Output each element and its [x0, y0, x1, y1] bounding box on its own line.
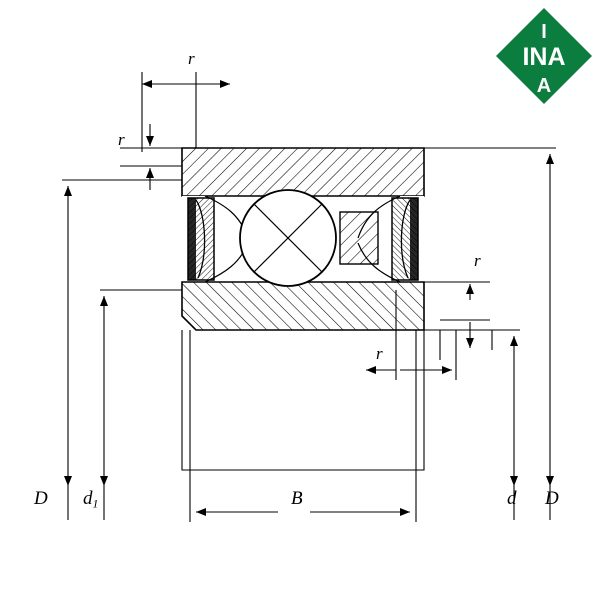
ina-logo-diamond: I INA A	[496, 8, 592, 104]
chamfer-ticks	[439, 330, 493, 360]
cage-segment	[339, 211, 379, 265]
seal-right	[391, 197, 419, 281]
logo-letter-bottom: A	[537, 75, 551, 97]
logo-diamond-shape	[496, 8, 592, 104]
label-r-top: r	[188, 49, 195, 68]
dimension-r-left	[120, 124, 182, 190]
logo-letters-middle: INA	[522, 43, 565, 71]
label-d-bore: d	[507, 488, 517, 509]
inner-ring-lower	[181, 281, 425, 331]
dimension-r-bottom	[366, 290, 457, 380]
dimension-r-right	[424, 281, 490, 348]
dimension-D-left	[62, 179, 182, 520]
rolling-ball	[239, 189, 337, 287]
label-D-outer-right: D	[545, 488, 559, 509]
seal-left	[187, 197, 215, 281]
label-D-outer-left: D	[34, 488, 48, 509]
dimension-r-top	[141, 72, 230, 152]
dimension-B	[189, 470, 417, 522]
dimension-D-right	[424, 147, 556, 520]
dimension-d-right	[424, 329, 520, 520]
logo-letter-top: I	[541, 21, 547, 43]
label-r-bottom: r	[376, 344, 383, 363]
ina-logo: I INA A	[496, 8, 592, 104]
label-B-width: B	[291, 488, 303, 509]
dimension-d1-left	[100, 289, 182, 520]
bore-envelope	[181, 330, 425, 471]
label-d1-subscript: 1	[92, 497, 99, 511]
label-d1: d1	[83, 488, 99, 511]
label-r-left: r	[118, 130, 125, 149]
label-r-right: r	[474, 251, 481, 270]
